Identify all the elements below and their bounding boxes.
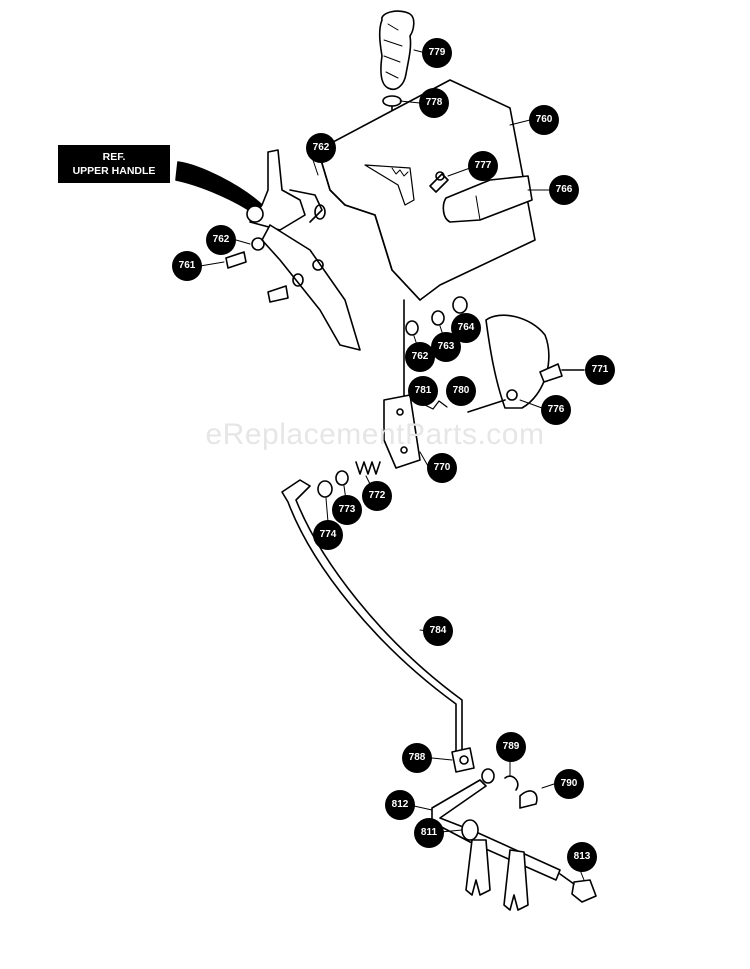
upper-handle <box>175 149 361 351</box>
callout-811: 811 <box>414 818 444 848</box>
housing-760 <box>317 79 536 301</box>
washers-773-774 <box>317 470 349 498</box>
bolt-771 <box>539 363 585 383</box>
coupler-788 <box>451 747 475 773</box>
callout-789: 789 <box>496 732 526 762</box>
callout-762-left: 762 <box>206 225 236 255</box>
callout-788: 788 <box>402 743 432 773</box>
ref-upper-handle-label: REF. UPPER HANDLE <box>58 145 170 183</box>
callout-779: 779 <box>422 38 452 68</box>
callout-773: 773 <box>332 495 362 525</box>
bushing-811 <box>461 819 479 841</box>
callout-772: 772 <box>362 481 392 511</box>
grip-779 <box>378 10 415 90</box>
shift-forks <box>465 839 529 911</box>
screw-777 <box>429 171 449 193</box>
clip-789-790 <box>504 775 538 809</box>
callout-760: 760 <box>529 105 559 135</box>
callout-790: 790 <box>554 769 584 799</box>
ref-label-line1: REF. <box>102 151 126 163</box>
bracket-776 <box>467 314 550 413</box>
bolt-761 <box>225 251 289 303</box>
callout-777: 777 <box>468 151 498 181</box>
callout-761: 761 <box>172 251 202 281</box>
callout-784: 784 <box>423 616 453 646</box>
callout-763: 763 <box>431 332 461 362</box>
block-770 <box>383 394 448 469</box>
callout-813: 813 <box>567 842 597 872</box>
callout-766: 766 <box>549 175 579 205</box>
callout-762-mid: 762 <box>405 342 435 372</box>
callout-776: 776 <box>541 395 571 425</box>
callout-762-top: 762 <box>306 133 336 163</box>
nut-813 <box>559 873 597 903</box>
callout-774: 774 <box>313 520 343 550</box>
callout-781: 781 <box>408 376 438 406</box>
plate-766 <box>442 175 533 223</box>
spring-772 <box>355 461 381 475</box>
callout-778: 778 <box>419 88 449 118</box>
shaft-812 <box>431 768 561 881</box>
callout-812: 812 <box>385 790 415 820</box>
washers-762 <box>251 204 326 287</box>
callout-770: 770 <box>427 453 457 483</box>
callout-780: 780 <box>446 376 476 406</box>
ref-label-line2: UPPER HANDLE <box>72 165 156 177</box>
callout-771: 771 <box>585 355 615 385</box>
